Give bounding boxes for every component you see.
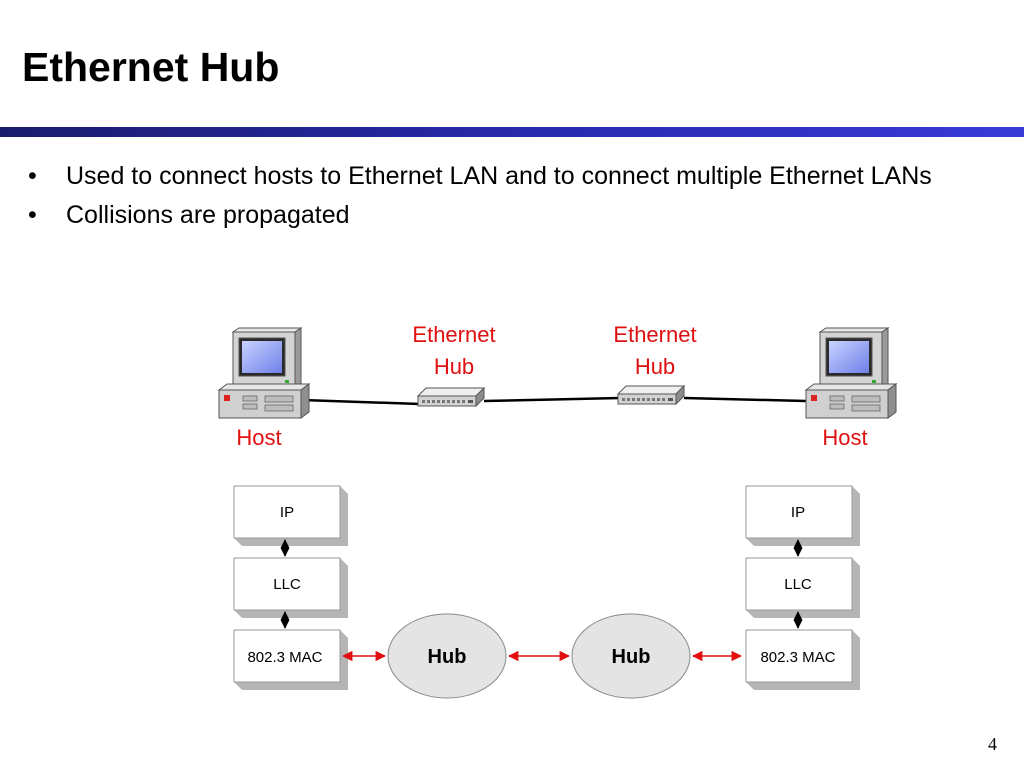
layer-label: IP: [791, 504, 805, 521]
bullet-item: • Collisions are propagated: [28, 199, 998, 231]
ethernet-hub-device-icon: [617, 385, 685, 405]
hub-label-line1: Ethernet: [613, 322, 696, 347]
title-divider: [0, 127, 1024, 137]
cable-segment: [301, 398, 421, 406]
layer-box-mac: 802.3 MAC: [233, 629, 348, 690]
layer-label: LLC: [784, 576, 812, 593]
bullet-text: Used to connect hosts to Ethernet LAN an…: [66, 162, 932, 190]
slide-title: Ethernet Hub: [22, 44, 280, 90]
layer-box-ip: IP: [745, 485, 860, 546]
cable-segment: [683, 396, 807, 403]
layer-box-llc: LLC: [233, 557, 348, 618]
host-label: Host: [236, 425, 281, 450]
hub-label-line2: Hub: [635, 354, 675, 379]
bullet-item: • Used to connect hosts to Ethernet LAN a…: [28, 160, 998, 192]
protocol-stack-right: IP LLC 802.3 MAC: [745, 485, 860, 690]
page-number: 4: [988, 734, 997, 754]
bullet-dot: •: [28, 201, 37, 229]
layer-label: 802.3 MAC: [760, 649, 835, 666]
cable-segment: [483, 396, 621, 403]
hub-node: Hub: [387, 613, 507, 699]
hub-node-label: Hub: [428, 646, 467, 668]
ethernet-hub-device-icon: [417, 387, 485, 407]
hub-node: Hub: [571, 613, 691, 699]
desktop-computer-icon: [805, 327, 897, 419]
bullet-dot: •: [28, 162, 37, 190]
layer-label: 802.3 MAC: [247, 649, 322, 666]
layer-box-mac: 802.3 MAC: [745, 629, 860, 690]
layer-box-llc: LLC: [745, 557, 860, 618]
protocol-stack-left: IP LLC 802.3 MAC: [233, 485, 348, 690]
host-label: Host: [822, 425, 867, 450]
layer-box-ip: IP: [233, 485, 348, 546]
bullet-list: • Used to connect hosts to Ethernet LAN a…: [28, 160, 998, 238]
layer-label: LLC: [273, 576, 301, 593]
bullet-text: Collisions are propagated: [66, 201, 350, 229]
layer-label: IP: [280, 504, 294, 521]
hub-label-line1: Ethernet: [412, 322, 495, 347]
hub-node-label: Hub: [612, 646, 651, 668]
ethernet-hub-diagram: Ethernet Hub Ethernet Hub Host Host IP L…: [218, 322, 897, 699]
hub-label-line2: Hub: [434, 354, 474, 379]
desktop-computer-icon: [218, 327, 310, 419]
